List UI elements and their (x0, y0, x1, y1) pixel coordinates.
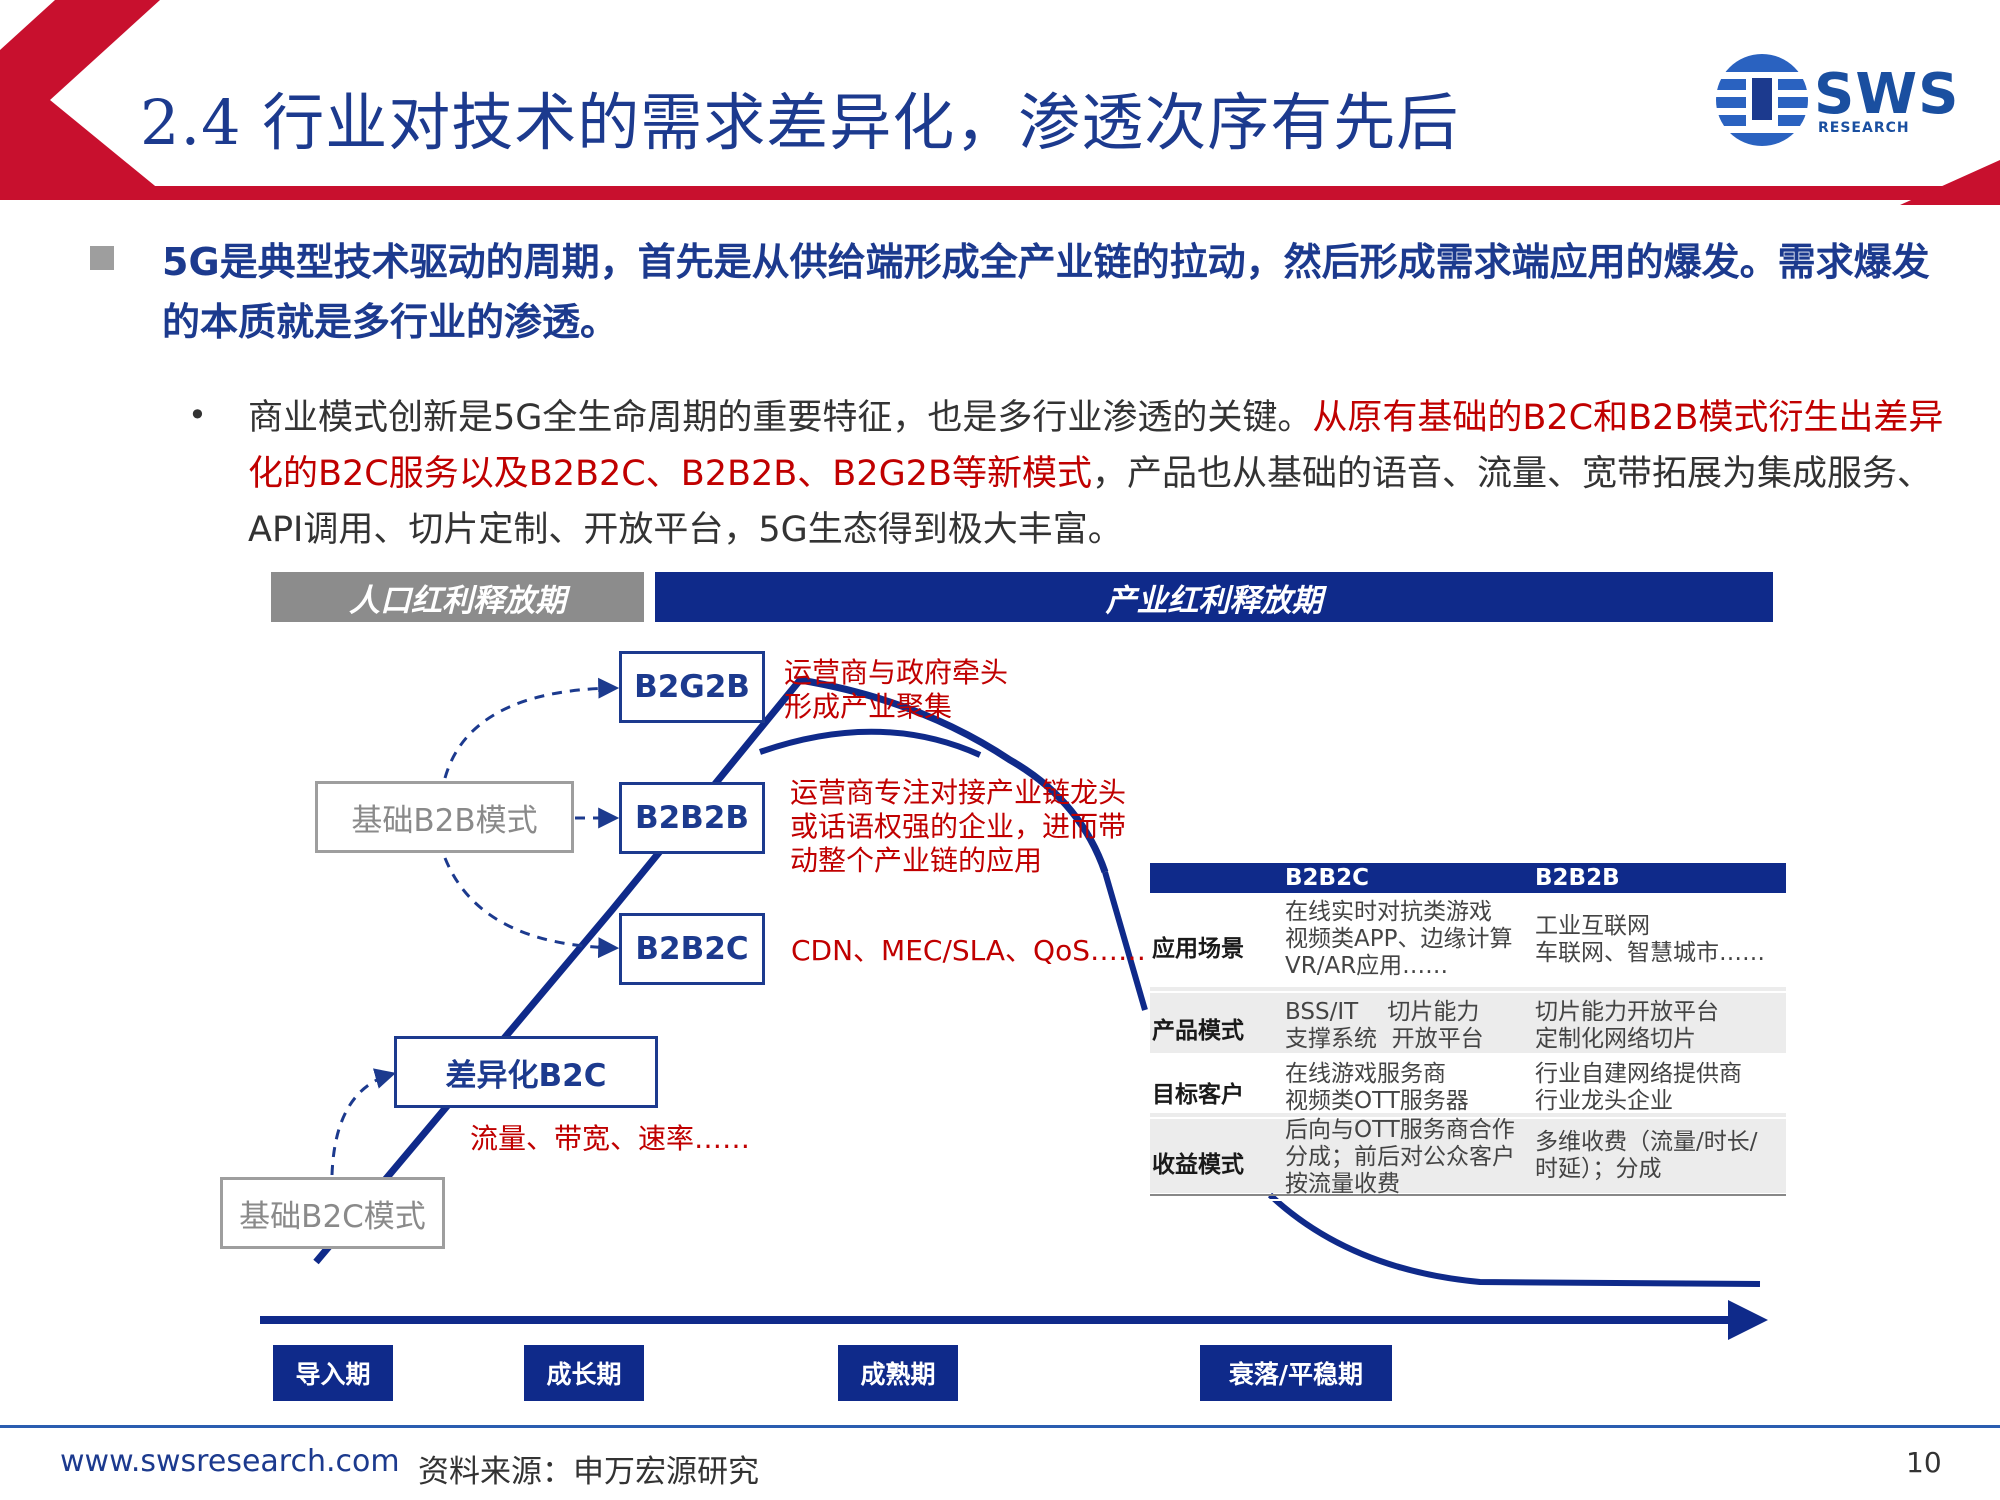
table-row-bg-4 (1150, 1113, 1786, 1193)
table-cell-b2b2b: 多维收费（流量/时长/ 时延）；分成 (1535, 1129, 1758, 1182)
page-number: 10 (1906, 1446, 1942, 1479)
table-cell-b2b2b: 切片能力开放平台 定制化网络切片 (1535, 999, 1719, 1052)
table-row-bg-3 (1150, 1055, 1786, 1111)
table-cell-b2b2b: 工业互联网 车联网、智慧城市…… (1535, 913, 1765, 966)
main-bullet-text: 5G是典型技术驱动的周期，首先是从供给端形成全产业链的拉动，然后形成需求端应用的… (162, 240, 1930, 344)
table-row: 应用场景 在线实时对抗类游戏 视频类APP、边缘计算 VR/AR应用…… 工业互… (1150, 899, 1786, 993)
box-b2b2c: B2B2C (619, 913, 765, 985)
lifecycle-curve (313, 676, 1109, 1265)
logo-subtext: RESEARCH (1818, 120, 1910, 136)
header-red-bar (0, 186, 2000, 200)
table-cell-b2b2c: BSS/IT 切片能力 支撑系统 开放平台 (1285, 999, 1484, 1052)
box-basic-b2b: 基础B2B模式 (315, 781, 574, 853)
box-diff-b2c: 差异化B2C (394, 1036, 658, 1108)
phase-decline: 衰落/平稳期 (1200, 1345, 1392, 1401)
table-row-label: 应用场景 (1152, 936, 1244, 962)
arrow-basic-b2b-to-b2b2c (443, 857, 620, 959)
table-header-b2b2b: B2B2B (1535, 865, 1620, 891)
table-row-bg-2 (1150, 987, 1786, 1053)
bullet-dot-icon: • (188, 396, 207, 434)
table-row: 产品模式 BSS/IT 切片能力 支撑系统 开放平台 切片能力开放平台 定制化网… (1150, 993, 1786, 1061)
sub-bullet-highlight: 从原有基础的B2C和B2B模式衍生出差异化的B2C服务以及B2B2C、B2B2B… (248, 398, 1944, 494)
footer-url[interactable]: www.swsresearch.com (60, 1444, 400, 1479)
note-b2b2c: CDN、MEC/SLA、QoS…… (791, 934, 1147, 967)
logo-text: SWS (1814, 62, 1960, 127)
lifecycle-curve-peak (759, 728, 982, 758)
table-row-label: 产品模式 (1152, 1018, 1244, 1044)
phase-introduction: 导入期 (273, 1345, 393, 1401)
box-b2b2b: B2B2B (619, 782, 765, 854)
lifecycle-curve-tail (1267, 1192, 1761, 1287)
band-demographic-dividend: 人口红利释放期 (271, 572, 644, 622)
table-cell-b2b2c: 在线游戏服务商 视频类OTT服务器 (1285, 1061, 1469, 1114)
footer-source: 资料来源：申万宏源研究 (418, 1454, 759, 1490)
table-row: 目标客户 在线游戏服务商 视频类OTT服务器 行业自建网络提供商 行业龙头企业 (1150, 1061, 1786, 1119)
band-industry-dividend: 产业红利释放期 (655, 572, 1773, 622)
table-cell-b2b2b: 行业自建网络提供商 行业龙头企业 (1535, 1061, 1742, 1114)
sub-bullet-part-2: ，产品也从基础的语音、流量、宽带拓展为集成服务、API调用、切片定制、开放平台，… (248, 454, 1932, 550)
table-cell-b2b2c: 在线实时对抗类游戏 视频类APP、边缘计算 VR/AR应用…… (1285, 899, 1513, 979)
box-basic-b2c: 基础B2C模式 (220, 1177, 445, 1249)
table-row-label: 收益模式 (1152, 1152, 1244, 1178)
table-row-bg-1 (1150, 893, 1786, 985)
header-red-chevron (0, 0, 1010, 195)
note-diff-b2c: 流量、带宽、速率…… (470, 1122, 751, 1155)
page-title: 2.4 行业对技术的需求差异化，渗透次序有先后 (140, 86, 1460, 159)
phase-growth: 成长期 (524, 1345, 644, 1401)
lifecycle-curve-right (1102, 871, 1148, 1011)
header-red-corner (1900, 160, 2000, 205)
table-cell-b2b2c: 后向与OTT服务商合作 分成；前后对公众客户 按流量收费 (1285, 1117, 1515, 1197)
footer-divider (0, 1425, 2000, 1428)
table-header: B2B2C B2B2B (1150, 863, 1786, 893)
table-header-b2b2c: B2B2C (1285, 865, 1369, 891)
arrow-basic-b2b-to-b2g2b (443, 677, 620, 779)
phase-maturity: 成熟期 (838, 1345, 958, 1401)
arrow-basic-b2c-to-diff-b2c (330, 1068, 397, 1176)
box-b2g2b: B2G2B (619, 651, 765, 723)
sws-logo-icon (1712, 54, 1812, 146)
table-row: 收益模式 后向与OTT服务商合作 分成；前后对公众客户 按流量收费 多维收费（流… (1150, 1117, 1786, 1201)
table-row-label: 目标客户 (1152, 1082, 1244, 1108)
note-b2b2b: 运营商专注对接产业链龙头 或话语权强的企业，进而带 动整个产业链的应用 (790, 776, 1127, 877)
header-decoration (0, 0, 2000, 205)
bullet-square-icon (90, 246, 114, 270)
sub-bullet-text: 商业模式创新是5G全生命周期的重要特征，也是多行业渗透的关键。从原有基础的B2C… (248, 390, 1948, 558)
sub-bullet-part-1: 商业模式创新是5G全生命周期的重要特征，也是多行业渗透的关键。 (248, 398, 1313, 438)
note-b2g2b: 运营商与政府牵头 形成产业聚集 (784, 656, 1009, 723)
